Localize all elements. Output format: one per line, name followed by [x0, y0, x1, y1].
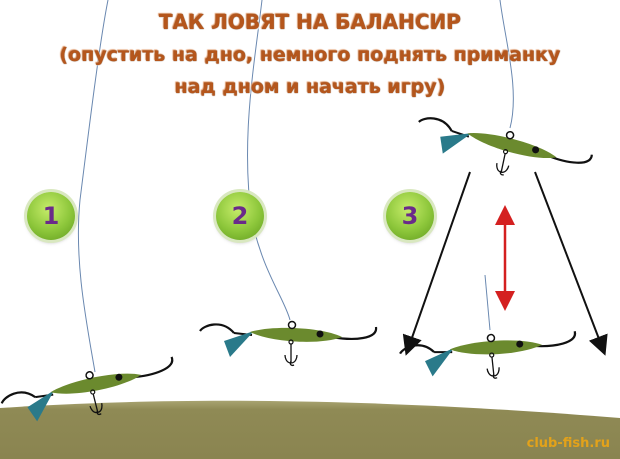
step-1-badge: 1 [27, 192, 75, 240]
step-3-badge: 3 [386, 192, 434, 240]
fishing-line-3b [484, 274, 491, 331]
lure-raised [198, 320, 378, 367]
fishing-line-3 [499, 0, 514, 129]
fishing-line-1 [77, 0, 109, 373]
step-2-badge: 2 [216, 192, 264, 240]
arrow-down-left [402, 171, 471, 356]
subtitle-line-2: над дном и начать игру) [174, 76, 446, 98]
lure-bottom-position [397, 324, 580, 389]
watermark: club-fish.ru [526, 436, 610, 451]
title: ТАК ЛОВЯТ НА БАЛАНСИР [158, 10, 462, 34]
ground [0, 400, 620, 459]
lure-top-position [410, 111, 595, 194]
arrow-down-right [534, 171, 608, 356]
subtitle-line-1: (опустить на дно, немного поднять приман… [59, 44, 561, 66]
